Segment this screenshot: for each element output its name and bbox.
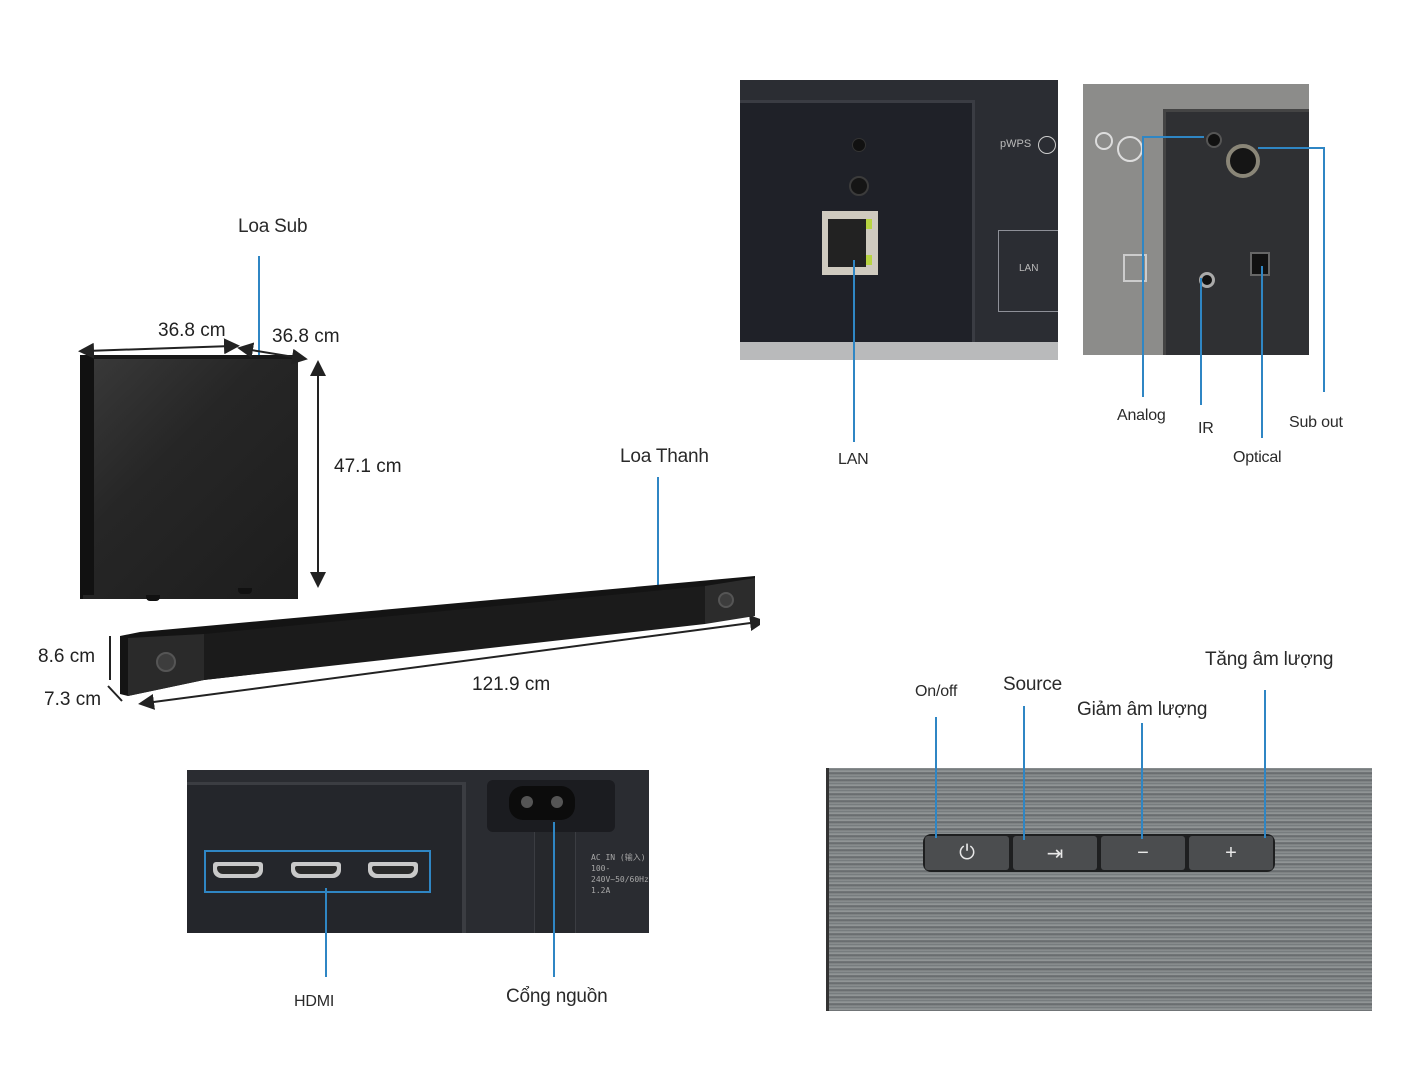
wps-printed-label: pWPS [1000, 138, 1032, 150]
sub-depth-arrow [237, 342, 308, 365]
right-tweeter [718, 592, 734, 608]
sub-height-label: 47.1 cm [334, 456, 402, 477]
source-button[interactable]: ⇥ [1013, 836, 1097, 870]
rear-recess [1163, 109, 1309, 355]
screw-icon [849, 176, 869, 196]
bar-length-arrow [138, 615, 760, 710]
soundbar-leader [657, 477, 659, 585]
screw-hole [852, 138, 866, 152]
soundbar-image [120, 576, 755, 696]
digital-printed [1123, 254, 1147, 282]
bar-length-label: 121.9 cm [472, 674, 551, 695]
optical-label: Optical [1233, 449, 1282, 466]
subwoofer-side [80, 355, 94, 595]
ir-label: IR [1198, 420, 1214, 437]
dimension-arrows [78, 338, 760, 710]
analog-jack-printed [1095, 132, 1113, 150]
ethernet-port [822, 211, 878, 275]
subwoofer-foot [146, 595, 160, 601]
vol-down-leader [1141, 723, 1143, 839]
bar-depth-line [107, 685, 123, 702]
power-socket-recess [487, 780, 615, 832]
rear-panel-photo [1083, 84, 1309, 355]
volume-up-button[interactable]: + [1189, 836, 1273, 870]
hdmi-label: HDMI [294, 993, 335, 1010]
analog-jack [1206, 132, 1222, 148]
hdmi-leader [325, 888, 327, 977]
power-socket [509, 786, 575, 820]
ac-rating-text: AC IN (输入) 100-240V~50/60Hz 1.2A [591, 853, 649, 895]
source-button-leader [1023, 706, 1025, 840]
lan-panel-photo: pWPS LAN [740, 80, 1058, 360]
lan-leader [853, 260, 855, 442]
hdmi-port-3 [368, 862, 418, 878]
power-button[interactable]: ⏻ [925, 836, 1009, 870]
wps-button [1038, 136, 1056, 154]
plus-icon: + [1225, 841, 1237, 864]
hdmi-highlight [204, 850, 431, 893]
sub-width-arrow [78, 338, 240, 359]
source-icon: ⇥ [1046, 842, 1064, 865]
volume-down-button[interactable]: − [1101, 836, 1185, 870]
vol-up-label: Tăng âm lượng [1205, 649, 1334, 670]
sub-out-jack [1226, 144, 1260, 178]
power-icon: ⏻ [959, 841, 975, 864]
power-leader [553, 822, 555, 977]
subwoofer-foot [238, 588, 252, 594]
soundbar-title: Loa Thanh [620, 446, 709, 467]
bar-height-label: 8.6 cm [38, 646, 96, 667]
lan-printed-box: LAN [998, 230, 1058, 312]
bar-depth-label: 7.3 cm [44, 689, 102, 710]
hdmi-port-1 [213, 862, 263, 878]
sub-depth-label: 36.8 cm [272, 326, 340, 347]
button-panel-photo: ⏻ ⇥ − + [826, 768, 1372, 1011]
optical-jack [1250, 252, 1270, 276]
lan-label: LAN [838, 451, 869, 468]
subwoofer-title: Loa Sub [238, 216, 308, 237]
left-tweeter [156, 652, 176, 672]
hdmi-panel-photo: AC IN (输入) 100-240V~50/60Hz 1.2A [187, 770, 649, 933]
source-button-label: Source [1003, 674, 1063, 695]
minus-icon: − [1137, 841, 1149, 864]
subwoofer-leader [258, 256, 260, 366]
sub-out-label: Sub out [1289, 414, 1343, 431]
hdmi-port-2 [291, 862, 341, 878]
sub-width-label: 36.8 cm [158, 320, 226, 341]
power-button-leader [935, 717, 937, 838]
vol-up-leader [1264, 690, 1266, 838]
rear-leaders [1142, 136, 1325, 438]
power-button-label: On/off [915, 683, 958, 700]
lan-printed-label: LAN [1019, 263, 1039, 274]
hardware-button-strip: ⏻ ⇥ − + [923, 834, 1275, 872]
vol-down-label: Giảm âm lượng [1077, 699, 1208, 720]
power-port-label: Cổng nguồn [506, 986, 608, 1007]
analog-label: Analog [1117, 407, 1166, 424]
